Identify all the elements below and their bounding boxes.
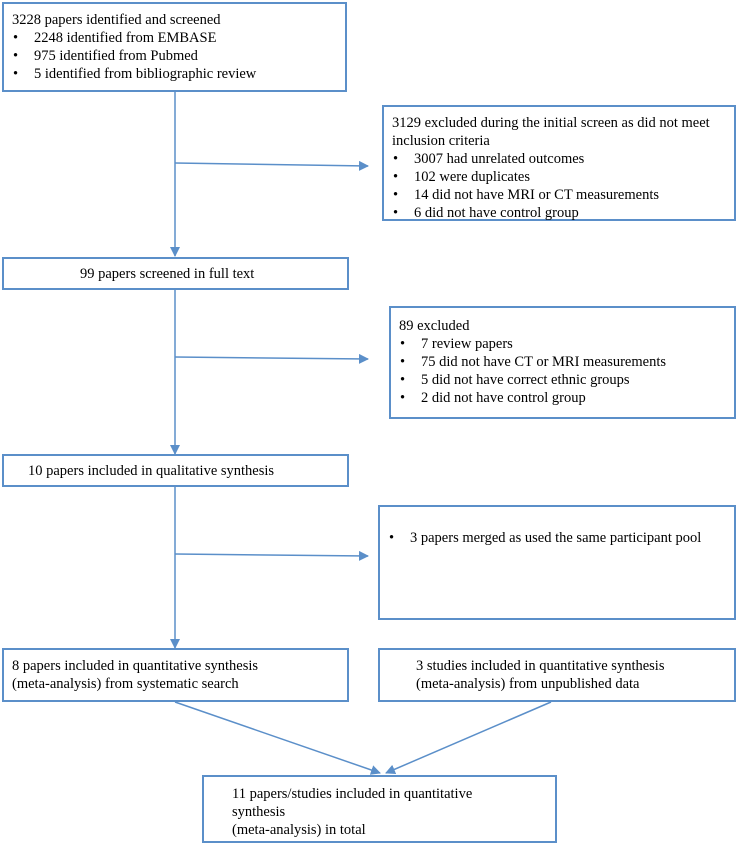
quant-unpublished-line2: (meta-analysis) from unpublished data bbox=[416, 676, 640, 692]
identified-title: 3228 papers identified and screened bbox=[12, 12, 221, 28]
arrow-systematic-to-total bbox=[174, 701, 381, 775]
excluded-initial-title-cont: inclusion criteria bbox=[392, 133, 490, 149]
quant-unpublished-box: 3 studies included in quantitative synth… bbox=[378, 648, 736, 702]
total-line2: synthesis bbox=[232, 804, 286, 820]
list-item: 5 identified from bibliographic review bbox=[12, 65, 337, 83]
quant-systematic-box: 8 papers included in quantitative synthe… bbox=[2, 648, 349, 702]
list-item: 14 did not have MRI or CT measurements bbox=[392, 186, 726, 204]
quant-unpublished-line1: 3 studies included in quantitative synth… bbox=[416, 658, 665, 674]
excluded-full-box: 89 excluded 7 review papers 75 did not h… bbox=[389, 306, 736, 419]
qualitative-title: 10 papers included in qualitative synthe… bbox=[28, 463, 275, 479]
list-item: 2 did not have control group bbox=[399, 389, 726, 407]
list-item: 7 review papers bbox=[399, 335, 726, 353]
excluded-full-list: 7 review papers 75 did not have CT or MR… bbox=[399, 335, 726, 407]
arrow-to-excluded-full bbox=[174, 353, 369, 364]
list-item: 75 did not have CT or MRI measurements bbox=[399, 353, 726, 371]
arrow-to-excluded-initial bbox=[174, 160, 369, 171]
excluded-initial-title: 3129 excluded during the initial screen … bbox=[392, 115, 710, 131]
list-item: 5 did not have correct ethnic groups bbox=[399, 371, 726, 389]
excluded-full-title: 89 excluded bbox=[399, 318, 470, 334]
identified-box: 3228 papers identified and screened 2248… bbox=[2, 2, 347, 92]
total-box: 11 papers/studies included in quantitati… bbox=[202, 775, 557, 843]
merged-list: 3 papers merged as used the same partici… bbox=[388, 529, 726, 547]
excluded-initial-list: 3007 had unrelated outcomes 102 were dup… bbox=[392, 150, 726, 222]
list-item: 975 identified from Pubmed bbox=[12, 47, 337, 65]
list-item: 3 papers merged as used the same partici… bbox=[388, 529, 726, 547]
arrow-unpublished-to-total bbox=[385, 701, 552, 775]
merged-box: 3 papers merged as used the same partici… bbox=[378, 505, 736, 620]
list-item: 2248 identified from EMBASE bbox=[12, 29, 337, 47]
list-item: 6 did not have control group bbox=[392, 204, 726, 222]
identified-list: 2248 identified from EMBASE 975 identifi… bbox=[12, 29, 337, 83]
quant-systematic-line2: (meta-analysis) from systematic search bbox=[12, 676, 239, 692]
excluded-initial-box: 3129 excluded during the initial screen … bbox=[382, 105, 736, 222]
list-item: 102 were duplicates bbox=[392, 168, 726, 186]
total-line1: 11 papers/studies included in quantitati… bbox=[232, 786, 473, 802]
arrow-to-merged bbox=[174, 550, 369, 561]
qualitative-box: 10 papers included in qualitative synthe… bbox=[2, 454, 349, 487]
list-item: 3007 had unrelated outcomes bbox=[392, 150, 726, 168]
quant-systematic-line1: 8 papers included in quantitative synthe… bbox=[12, 658, 259, 674]
total-line3: (meta-analysis) in total bbox=[232, 822, 366, 838]
full-text-title: 99 papers screened in full text bbox=[80, 266, 255, 282]
full-text-box: 99 papers screened in full text bbox=[2, 257, 349, 290]
